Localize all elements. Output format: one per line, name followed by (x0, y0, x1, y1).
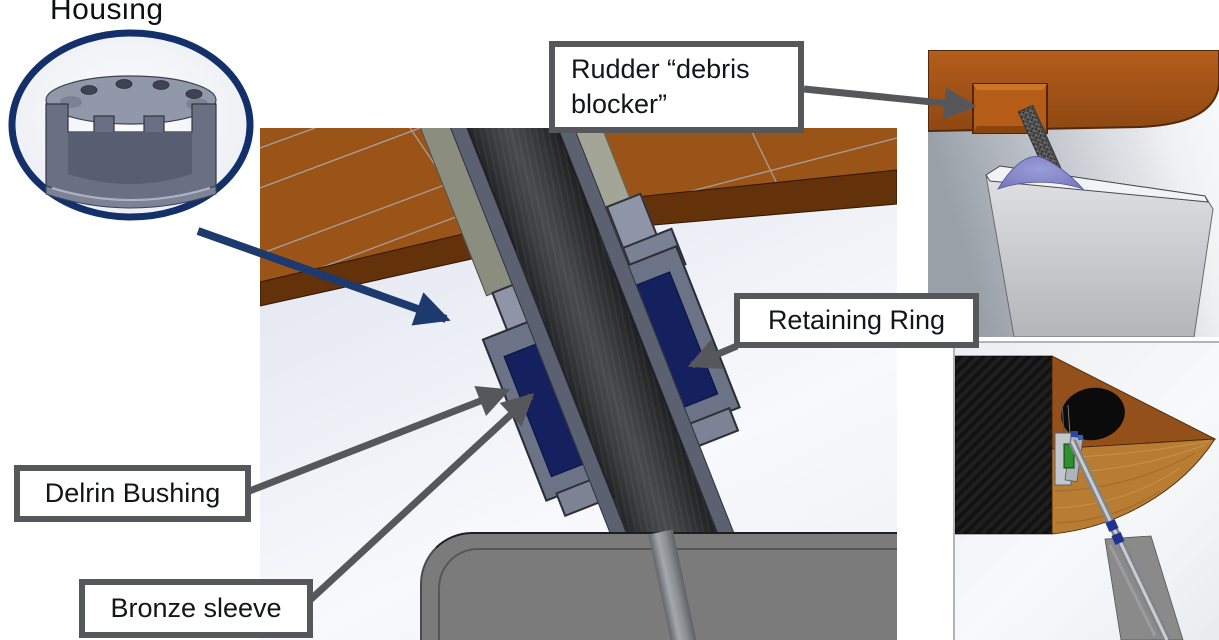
callout-text-line: Rudder “debris (571, 54, 750, 84)
access-hole (1061, 387, 1125, 441)
hull-bottom (928, 50, 1219, 133)
housing-bore (68, 132, 192, 184)
rod-collar (1111, 531, 1125, 546)
bolt-hole (80, 85, 98, 95)
housing-detail-circle (8, 29, 254, 221)
cross-section-view (260, 128, 897, 640)
pushrod (1068, 439, 1171, 640)
blade-highlight (1108, 544, 1157, 637)
fairing-fillet (997, 156, 1085, 190)
rod-collar (1105, 518, 1119, 533)
bronze-sleeve-callout: Bronze sleeve (79, 579, 313, 638)
stern-cone-wood (1051, 438, 1216, 535)
internal-mechanism-render (954, 355, 1217, 640)
carbon-hull-section (954, 355, 1053, 535)
debris-blocker-callout: Rudder “debris blocker” (549, 41, 804, 133)
housing-label: Housing (50, 0, 164, 26)
rudder-overview-render (928, 50, 1219, 337)
delrin-bushing-callout: Delrin Bushing (14, 465, 251, 522)
internal-mechanism-panel (953, 341, 1219, 640)
bolt-hole (115, 79, 133, 89)
bolt-hole (185, 89, 203, 99)
bolt-hole (152, 80, 170, 90)
housing-part-render (45, 75, 217, 209)
callout-text-line: blocker” (571, 89, 668, 119)
retaining-ring-callout: Retaining Ring (734, 293, 979, 348)
